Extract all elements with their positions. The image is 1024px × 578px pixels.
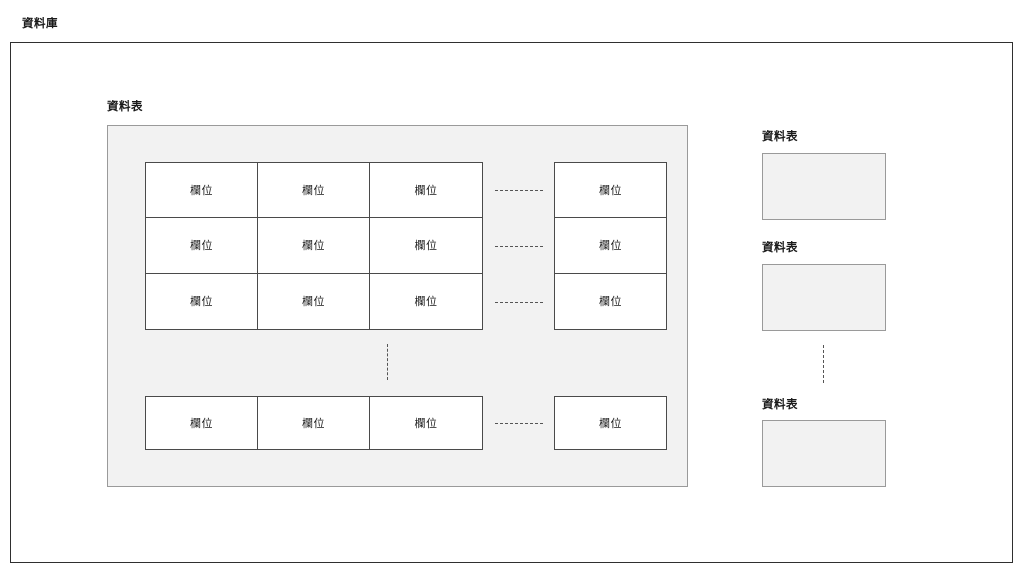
collapsed-table-box[interactable] [762, 420, 886, 487]
column-ellipsis-dashes [495, 190, 543, 191]
column-ellipsis-dashes [495, 423, 543, 424]
field-cell[interactable]: 欄位 [258, 218, 370, 274]
field-last-row: 欄位 欄位 欄位 [145, 396, 483, 450]
field-cell[interactable]: 欄位 [554, 396, 667, 450]
field-cell[interactable]: 欄位 [258, 273, 370, 329]
field-cell[interactable]: 欄位 [146, 163, 258, 219]
expanded-table-title: 資料表 [107, 99, 143, 113]
field-cell[interactable]: 欄位 [146, 273, 258, 329]
field-cell[interactable]: 欄位 [370, 397, 482, 449]
collapsed-table-box[interactable] [762, 264, 886, 331]
collapsed-table-title: 資料表 [762, 129, 798, 143]
collapsed-table-box[interactable] [762, 153, 886, 220]
field-cell[interactable]: 欄位 [258, 397, 370, 449]
field-cell[interactable]: 欄位 [370, 218, 482, 274]
field-cell[interactable]: 欄位 [258, 163, 370, 219]
field-last-column: 欄位 欄位 欄位 [554, 162, 667, 330]
field-cell[interactable]: 欄位 [146, 397, 258, 449]
database-title: 資料庫 [22, 16, 58, 30]
collapsed-table-title: 資料表 [762, 240, 798, 254]
table-ellipsis-dashes [823, 345, 824, 383]
field-cell[interactable]: 欄位 [555, 273, 666, 329]
collapsed-table-title: 資料表 [762, 397, 798, 411]
row-ellipsis-dashes [387, 344, 388, 380]
field-cell[interactable]: 欄位 [555, 218, 666, 274]
column-ellipsis-dashes [495, 302, 543, 303]
field-cell[interactable]: 欄位 [370, 163, 482, 219]
field-cell[interactable]: 欄位 [555, 163, 666, 219]
field-grid: 欄位 欄位 欄位 欄位 欄位 欄位 欄位 欄位 欄位 [145, 162, 483, 330]
column-ellipsis-dashes [495, 246, 543, 247]
field-cell[interactable]: 欄位 [146, 218, 258, 274]
field-cell[interactable]: 欄位 [370, 273, 482, 329]
